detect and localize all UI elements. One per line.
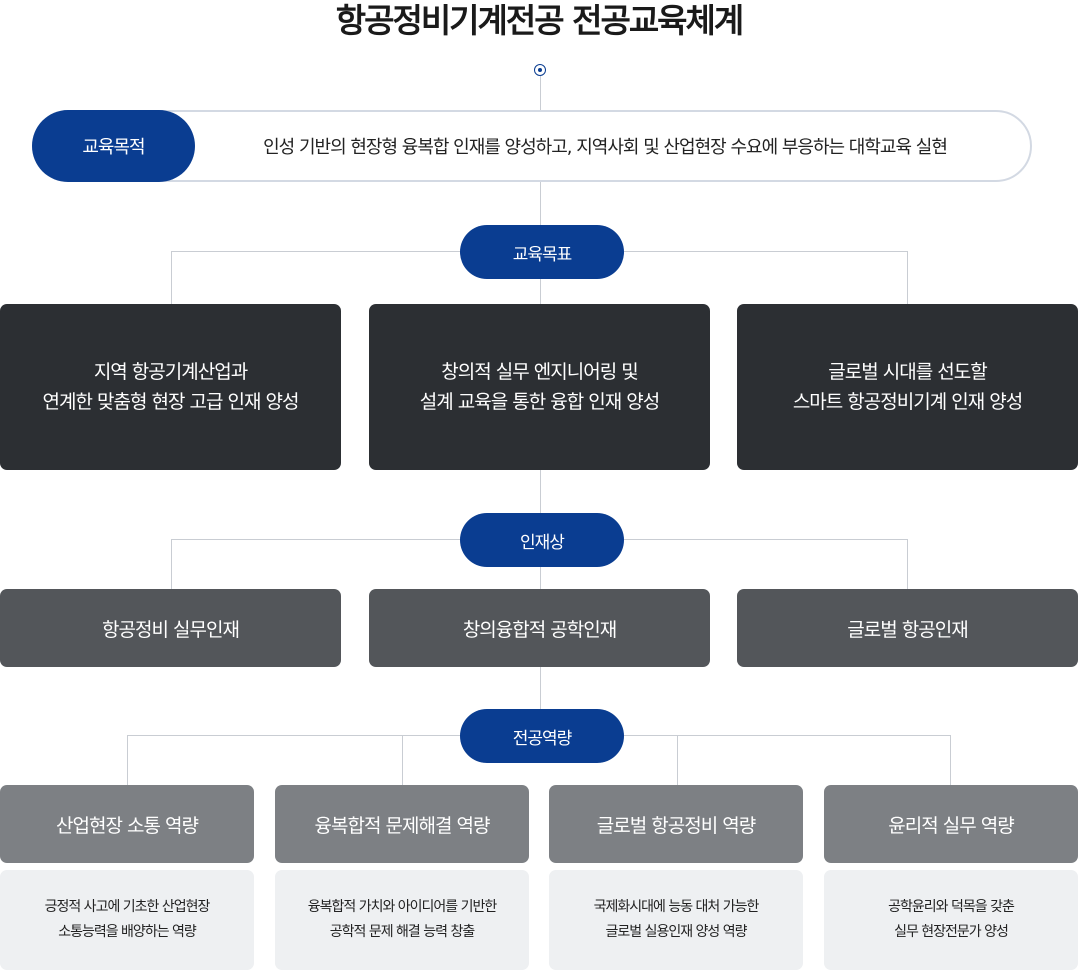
goal-text-line-1: 지역 항공기계산업과 — [93, 361, 248, 383]
competency-connector-4 — [950, 735, 951, 785]
competency-description-line-1: 융복합적 가치와 아이디어를 기반한 — [307, 899, 498, 915]
goal-box: 지역 항공기계산업과 연계한 맞춤형 현장 고급 인재 양성 — [0, 304, 341, 470]
ideal-label: 인재상 — [460, 513, 624, 567]
goal-text-line-2: 연계한 맞춤형 현장 고급 인재 양성 — [42, 391, 300, 413]
competency-connector-2 — [402, 735, 403, 785]
ideal-left-connector — [171, 539, 172, 589]
page-title: 항공정비기계전공 전공교육체계 — [335, 1, 745, 40]
competency-description-line-2: 실무 현장전문가 양성 — [894, 924, 1009, 940]
competency-description-line-1: 공학윤리와 덕목을 갖춘 — [888, 899, 1015, 915]
competency-box: 윤리적 실무 역량 — [824, 785, 1078, 863]
goal-text-line-1: 글로벌 시대를 선도할 — [828, 361, 987, 383]
ideal-box: 창의융합적 공학인재 — [369, 589, 710, 667]
competency-box: 산업현장 소통 역량 — [0, 785, 254, 863]
competency-connector-1 — [127, 735, 128, 785]
goal-box: 글로벌 시대를 선도할 스마트 항공정비기계 인재 양성 — [737, 304, 1078, 470]
competencies-label: 전공역량 — [460, 709, 624, 763]
top-node-dot-icon — [534, 64, 546, 76]
competency-stem-connector — [540, 687, 541, 709]
purpose-bar — [32, 110, 1032, 182]
competency-description: 긍정적 사고에 기초한 산업현장 소통능력을 배양하는 역량 — [0, 870, 254, 970]
competency-description-line-2: 글로벌 실용인재 양성 역량 — [605, 924, 747, 940]
goal-box: 창의적 실무 엔지니어링 및 설계 교육을 통한 융합 인재 양성 — [369, 304, 710, 470]
goal-text-line-2: 설계 교육을 통한 융합 인재 양성 — [419, 391, 660, 413]
competency-description-line-1: 긍정적 사고에 기초한 산업현장 — [44, 899, 211, 915]
competency-description-line-1: 국제화시대에 능동 대처 가능한 — [593, 899, 760, 915]
competency-description: 융복합적 가치와 아이디어를 기반한 공학적 문제 해결 능력 창출 — [275, 870, 529, 970]
ideal-right-connector — [907, 539, 908, 589]
goals-label: 교육목표 — [460, 225, 624, 279]
ideal-box: 글로벌 항공인재 — [737, 589, 1078, 667]
goals-left-connector — [171, 251, 172, 304]
goal-text-line-2: 스마트 항공정비기계 인재 양성 — [792, 391, 1023, 413]
competency-box: 융복합적 문제해결 역량 — [275, 785, 529, 863]
ideal-box: 항공정비 실무인재 — [0, 589, 341, 667]
competency-description: 국제화시대에 능동 대처 가능한 글로벌 실용인재 양성 역량 — [549, 870, 803, 970]
competency-connector-3 — [677, 735, 678, 785]
goal-text-line-1: 창의적 실무 엔지니어링 및 — [441, 361, 638, 383]
goals-right-connector — [907, 251, 908, 304]
competency-description: 공학윤리와 덕목을 갖춘 실무 현장전문가 양성 — [824, 870, 1078, 970]
competency-description-line-2: 소통능력을 배양하는 역량 — [58, 924, 197, 940]
purpose-label: 교육목적 — [32, 110, 195, 182]
competency-description-line-2: 공학적 문제 해결 능력 창출 — [329, 924, 475, 940]
competency-box: 글로벌 항공정비 역량 — [549, 785, 803, 863]
purpose-text: 인성 기반의 현장형 융복합 인재를 양성하고, 지역사회 및 산업현장 수요에… — [263, 137, 948, 158]
